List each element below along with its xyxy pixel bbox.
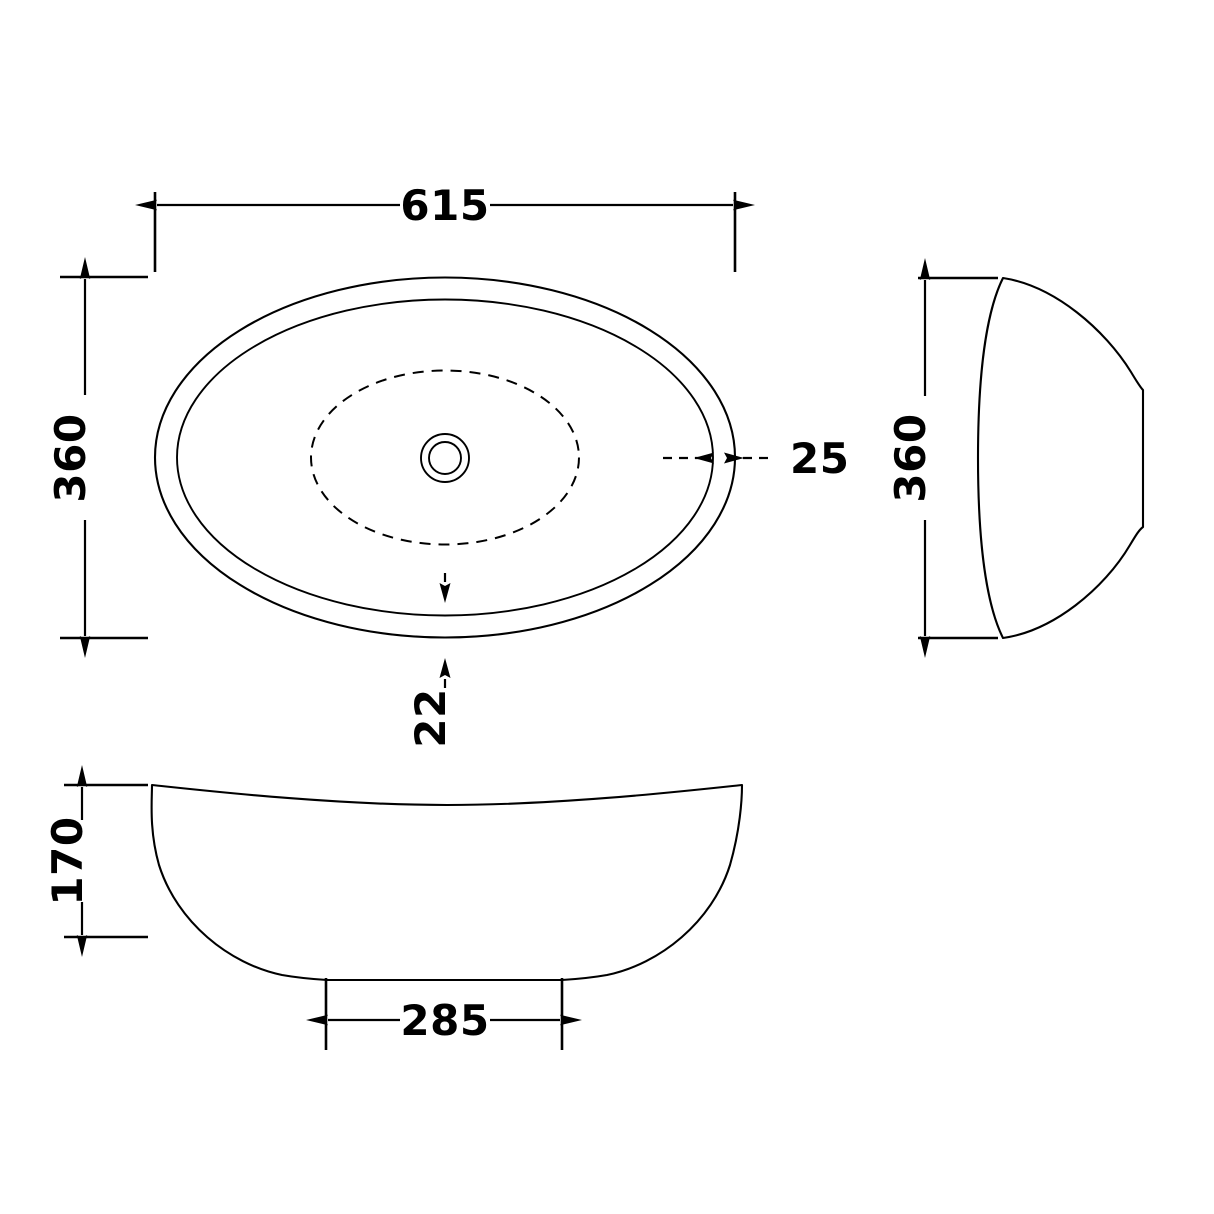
dimension-label-285: 285 — [400, 996, 489, 1045]
arrow-25-left — [694, 452, 714, 464]
front-view-group — [150, 783, 744, 982]
basin-side-profile — [976, 276, 1145, 640]
dimension-label-22: 22 — [406, 688, 455, 747]
top-view-group — [153, 276, 737, 639]
dimension-label-360-side: 360 — [886, 413, 935, 502]
basin-bowl-hidden-ellipse — [310, 369, 580, 546]
drain-hole-inner-circle — [428, 441, 462, 475]
dimension-label-615: 615 — [400, 181, 489, 230]
dimension-bowl-height: 170 — [43, 765, 148, 957]
side-view-group — [976, 276, 1145, 640]
dimension-label-25: 25 — [790, 434, 849, 483]
dimension-overall-width: 615 — [135, 181, 755, 272]
dimension-label-360-depth: 360 — [46, 413, 95, 502]
dimension-base-width: 285 — [306, 978, 582, 1050]
basin-outer-rim-ellipse — [153, 276, 737, 639]
arrow-22-top — [439, 583, 451, 603]
dimension-rim-thickness-side: 25 — [663, 434, 849, 483]
dimension-rim-thickness-front: 22 — [406, 573, 455, 748]
basin-inner-rim-ellipse — [176, 298, 714, 617]
basin-front-profile — [150, 783, 744, 982]
arrow-22-bottom — [439, 658, 451, 678]
dimension-overall-depth: 360 — [46, 257, 148, 658]
arrow-25-right — [724, 452, 744, 464]
dimension-label-170: 170 — [43, 816, 92, 905]
drain-hole-outer-circle — [420, 433, 470, 483]
dimension-side-height: 360 — [886, 258, 998, 658]
